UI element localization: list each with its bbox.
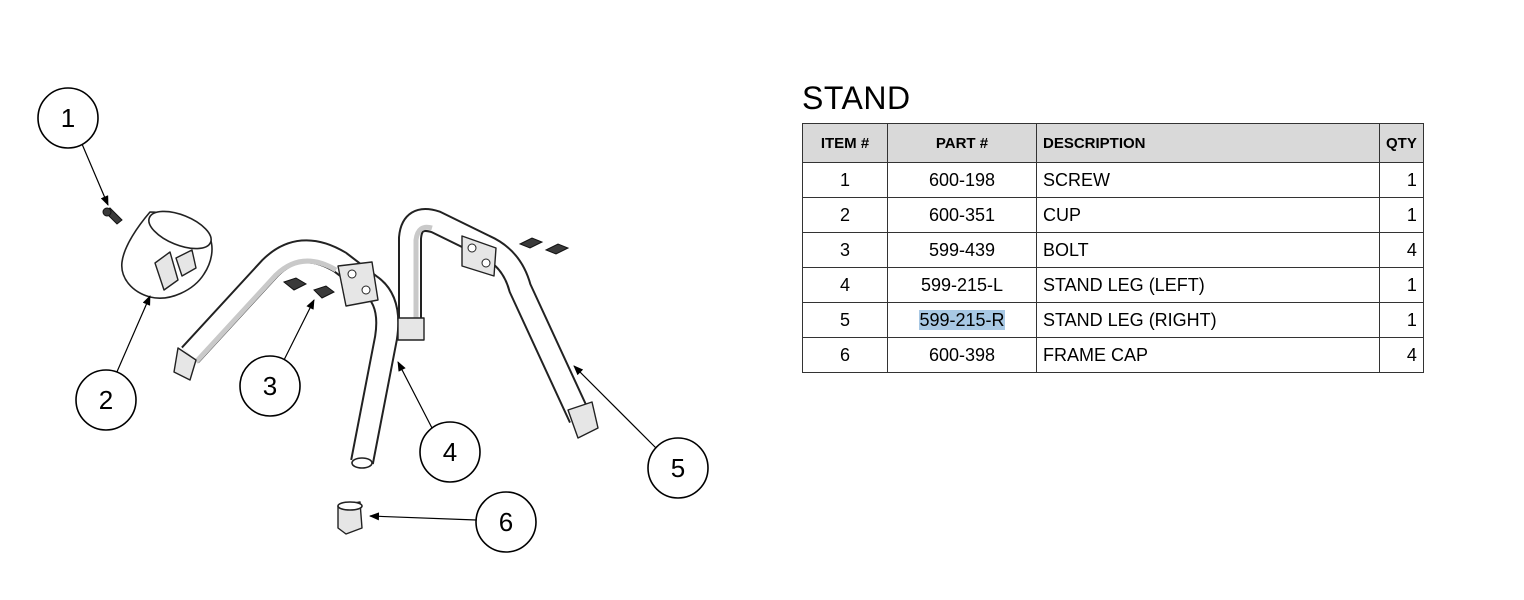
cell-qty: 4	[1379, 337, 1424, 373]
cell-qty: 1	[1379, 162, 1424, 198]
cell-item: 6	[802, 337, 888, 373]
header-qty: QTY	[1379, 123, 1424, 163]
svg-text:5: 5	[671, 453, 685, 483]
header-description: DESCRIPTION	[1036, 123, 1380, 163]
cell-item: 1	[802, 162, 888, 198]
cell-qty: 1	[1379, 197, 1424, 233]
frame-cap-part	[337, 501, 363, 535]
bom-title: STAND	[802, 80, 911, 116]
cell-qty: 1	[1379, 302, 1424, 338]
leader-line-4	[397, 361, 433, 429]
table-row: 4 599-215-L STAND LEG (LEFT) 1	[802, 267, 1424, 303]
callout-1: 1	[37, 87, 99, 149]
callout-3: 3	[239, 355, 301, 417]
cell-part: 599-215-L	[887, 267, 1037, 303]
cell-item: 3	[802, 232, 888, 268]
leader-line-5	[573, 365, 659, 451]
part-number-highlighted[interactable]: 599-215-R	[919, 309, 1005, 330]
bom-table: ITEM # PART # DESCRIPTION QTY 1 600-198 …	[802, 123, 1424, 373]
cell-description: STAND LEG (LEFT)	[1036, 267, 1380, 303]
svg-text:4: 4	[443, 437, 457, 467]
exploded-view-diagram: 1 2 3 4 5 6	[37, 87, 709, 553]
leader-line-2	[115, 295, 151, 375]
stand-leg-right-part	[397, 208, 599, 439]
callout-6: 6	[475, 491, 537, 553]
table-row: 6 600-398 FRAME CAP 4	[802, 337, 1424, 373]
svg-text:3: 3	[263, 371, 277, 401]
cell-part: 600-198	[887, 162, 1037, 198]
cell-part: 600-351	[887, 197, 1037, 233]
part-number: 600-198	[928, 169, 996, 190]
part-number: 599-215-L	[920, 274, 1004, 295]
cell-description: STAND LEG (RIGHT)	[1036, 302, 1380, 338]
header-part: PART #	[887, 123, 1037, 163]
svg-text:2: 2	[99, 385, 113, 415]
table-row: 5 599-215-R STAND LEG (RIGHT) 1	[802, 302, 1424, 338]
cell-description: SCREW	[1036, 162, 1380, 198]
leader-line-3	[283, 299, 315, 361]
callout-4: 4	[419, 421, 481, 483]
cell-description: FRAME CAP	[1036, 337, 1380, 373]
cell-item: 5	[802, 302, 888, 338]
svg-text:6: 6	[499, 507, 513, 537]
cell-part: 599-439	[887, 232, 1037, 268]
part-number: 600-351	[928, 204, 996, 225]
part-number: 599-439	[928, 239, 996, 260]
screw-part	[102, 207, 123, 225]
cell-description: CUP	[1036, 197, 1380, 233]
cell-part: 599-215-R	[887, 302, 1037, 338]
cup-part	[121, 210, 213, 299]
leader-line-1	[81, 143, 109, 206]
bolt-part	[282, 237, 570, 299]
table-row: 2 600-351 CUP 1	[802, 197, 1424, 233]
svg-text:1: 1	[61, 103, 75, 133]
table-row: 3 599-439 BOLT 4	[802, 232, 1424, 268]
cell-description: BOLT	[1036, 232, 1380, 268]
cell-qty: 1	[1379, 267, 1424, 303]
callout-5: 5	[647, 437, 709, 499]
leader-line-6	[369, 512, 477, 521]
table-row: 1 600-198 SCREW 1	[802, 162, 1424, 198]
part-number: 600-398	[928, 344, 996, 365]
bill-of-materials: STAND ITEM # PART # DESCRIPTION QTY 1 60…	[802, 80, 1424, 373]
cell-item: 2	[802, 197, 888, 233]
cell-part: 600-398	[887, 337, 1037, 373]
header-item: ITEM #	[802, 123, 888, 163]
stand-leg-left-part	[173, 239, 400, 469]
cell-qty: 4	[1379, 232, 1424, 268]
bom-header-row: ITEM # PART # DESCRIPTION QTY	[802, 123, 1424, 163]
cell-item: 4	[802, 267, 888, 303]
callout-2: 2	[75, 369, 137, 431]
